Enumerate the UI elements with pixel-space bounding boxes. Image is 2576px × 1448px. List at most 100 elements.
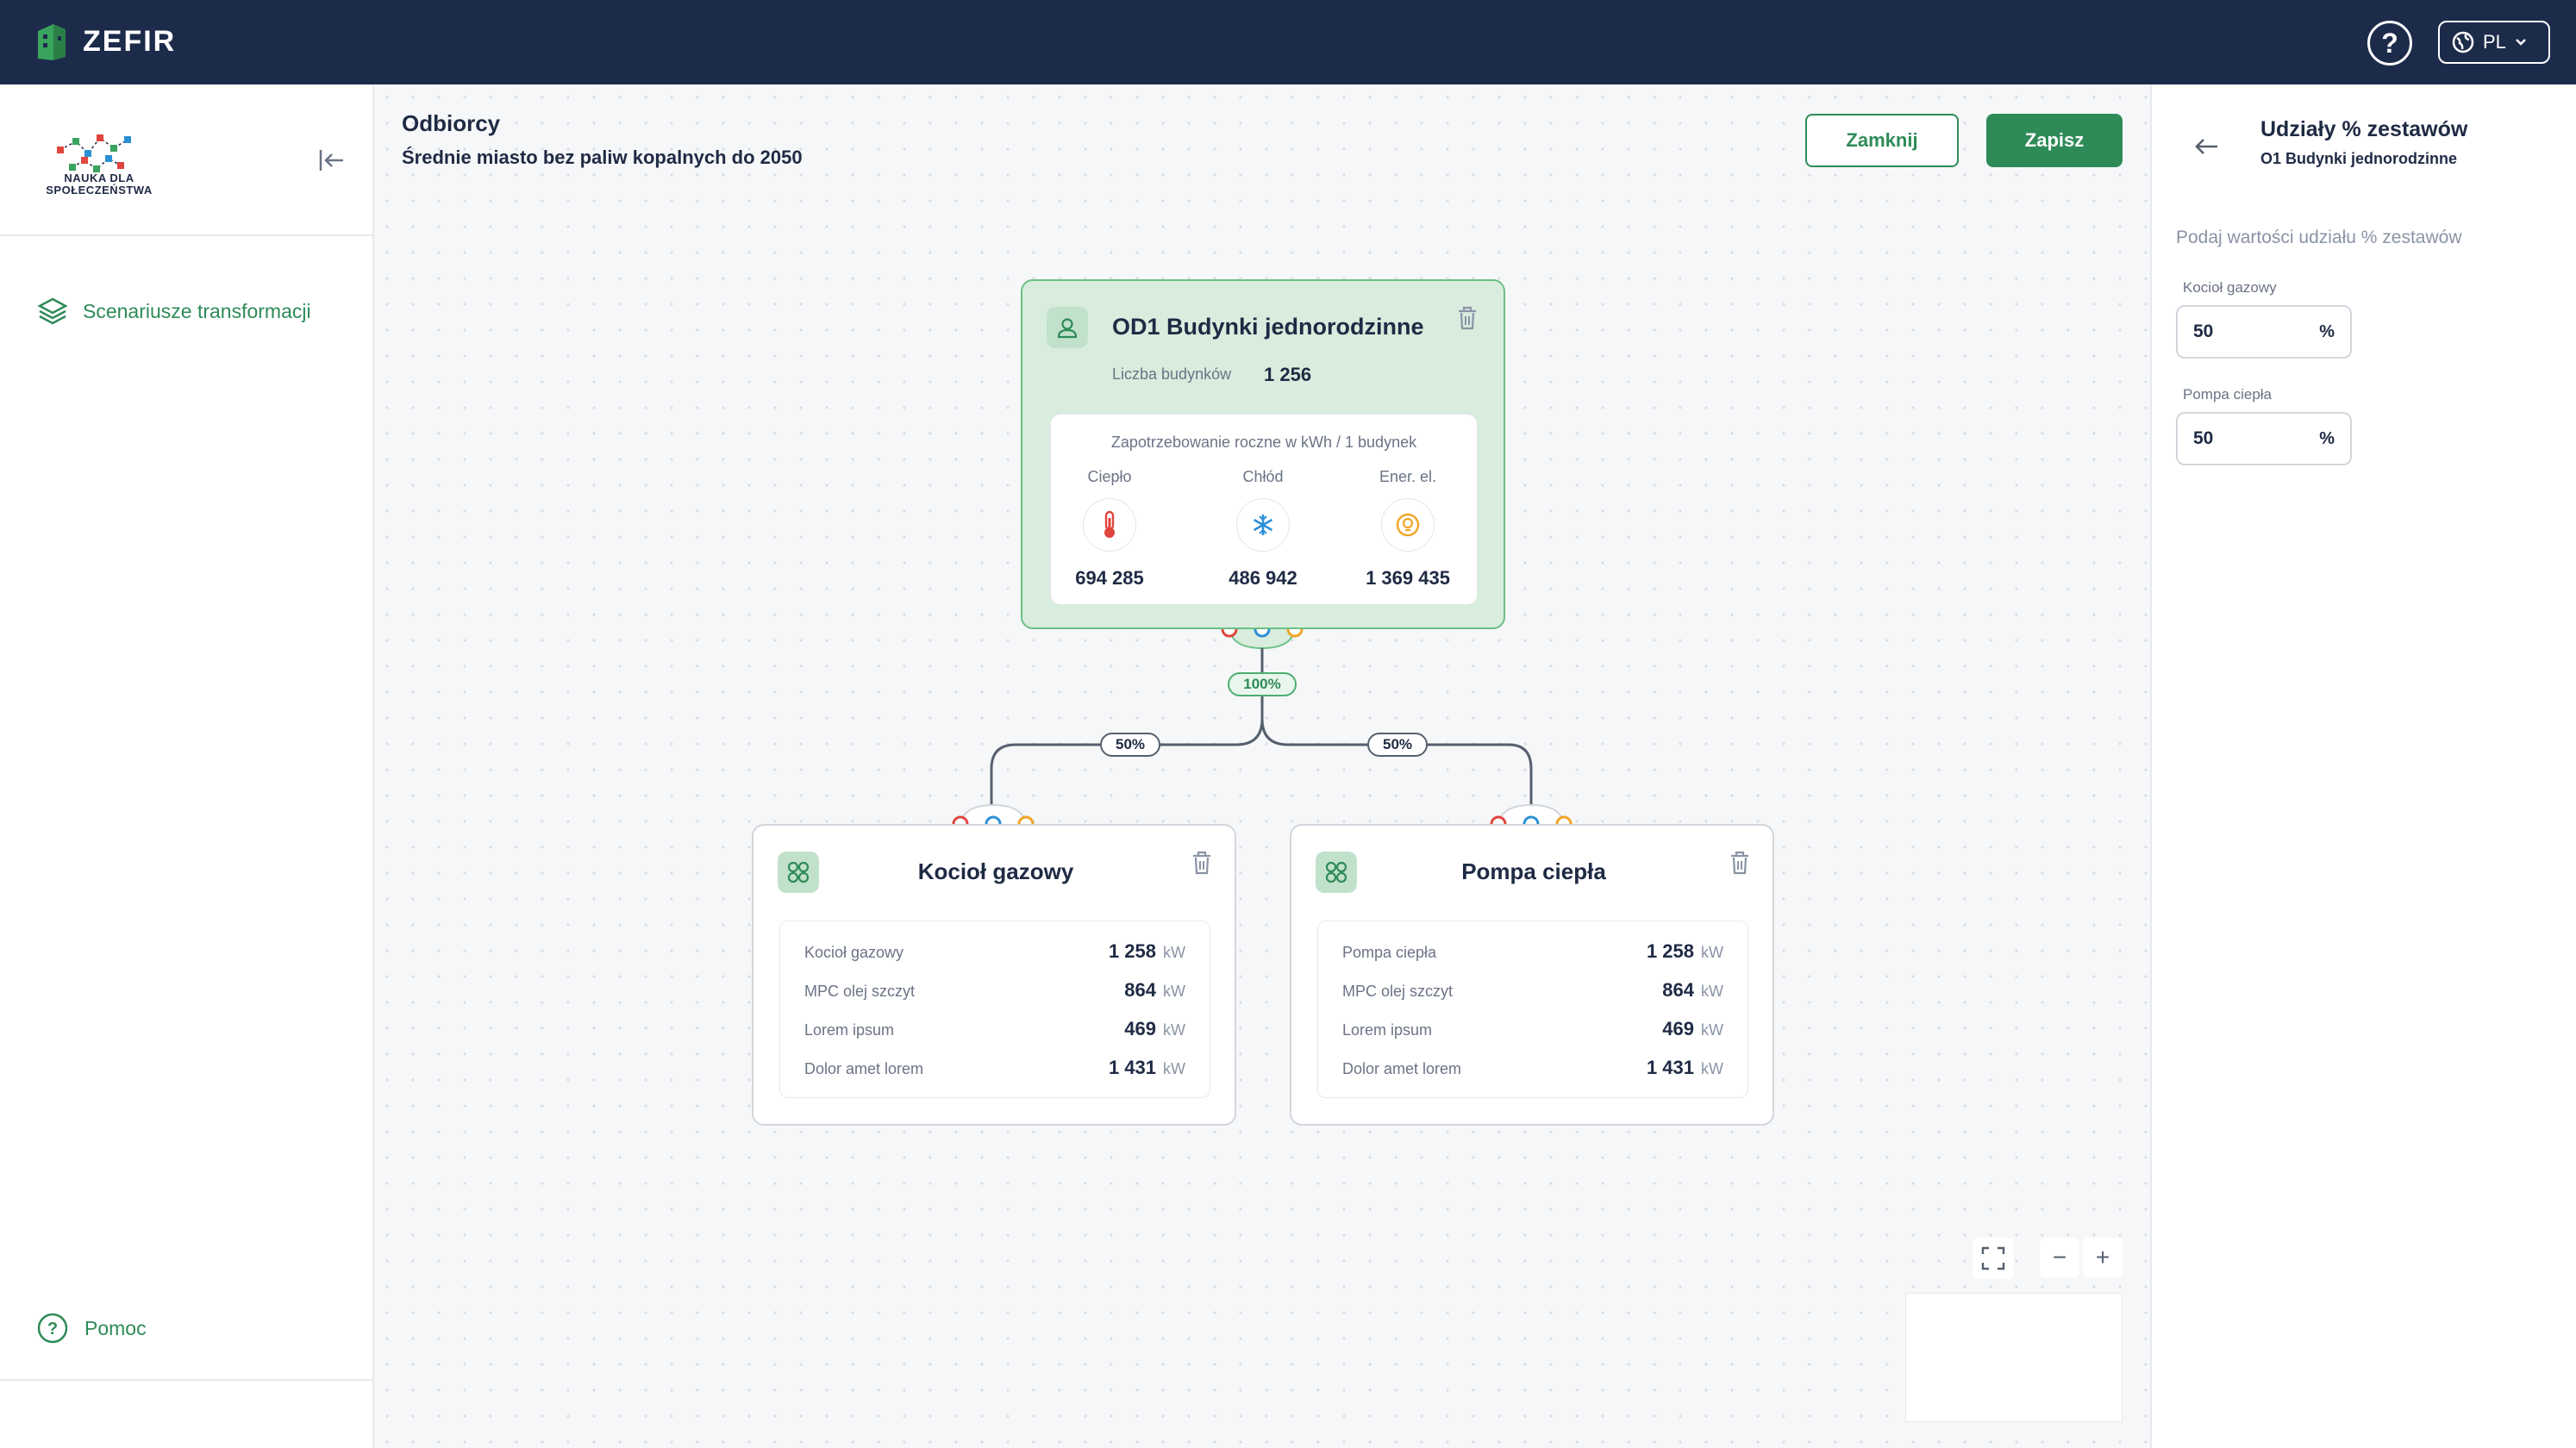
zoom-in-button[interactable]: + — [2083, 1238, 2123, 1277]
gas-boiler-share-field[interactable]: % — [2176, 305, 2352, 359]
power-icon-badge — [1381, 498, 1435, 552]
zoom-out-button[interactable]: − — [2040, 1238, 2079, 1277]
gas-boiler-share-input[interactable] — [2193, 321, 2297, 342]
row-value: 1 258 — [1647, 940, 1694, 962]
row-unit: kW — [1163, 1060, 1185, 1077]
demand-power: Ener. el. 1 369 435 — [1339, 468, 1477, 590]
node-title: Kocioł gazowy — [753, 858, 1238, 885]
demand-power-value: 1 369 435 — [1339, 567, 1477, 590]
row-label: Lorem ipsum — [804, 1011, 894, 1050]
page-title: Odbiorcy — [402, 110, 500, 137]
list-item: MPC olej szczyt 864 kW — [804, 971, 1185, 1009]
app-logo[interactable]: ZEFIR — [34, 19, 176, 64]
percent-unit: % — [2319, 429, 2335, 449]
help-button[interactable]: ? — [2367, 21, 2412, 66]
top-bar: ZEFIR ? PL — [0, 0, 2576, 84]
list-item: MPC olej szczyt 864kW — [1342, 971, 1723, 1009]
back-arrow-icon[interactable] — [2191, 131, 2223, 162]
share-badge-main[interactable]: 100% — [1228, 672, 1297, 696]
technology-node-gas-boiler[interactable]: Kocioł gazowy Kocioł gazowy 1 258 kW MPC … — [752, 824, 1236, 1126]
snowflake-icon — [1250, 512, 1276, 538]
buildings-count-label: Liczba budynków — [1112, 365, 1231, 384]
row-value: 864 — [1124, 979, 1156, 1001]
row-unit: kW — [1163, 983, 1185, 1000]
row-label: Dolor amet lorem — [804, 1050, 923, 1089]
heat-pump-share-label: Pompa ciepła — [2183, 386, 2272, 403]
consumer-node[interactable]: OD1 Budynki jednorodzinne Liczba budynkó… — [1021, 279, 1505, 629]
gas-boiler-share-label: Kocioł gazowy — [2183, 279, 2277, 296]
row-value: 1 258 — [1109, 940, 1156, 962]
help-circle-icon: ? — [36, 1312, 69, 1345]
node-type-badge — [1047, 307, 1088, 348]
chevron-down-icon — [2515, 38, 2527, 47]
row-label: Dolor amet lorem — [1342, 1050, 1461, 1089]
sidebar-item-label: Scenariusze transformacji — [83, 300, 311, 323]
panel-title: Udziały % zestawów — [2260, 117, 2467, 142]
row-label: MPC olej szczyt — [804, 972, 915, 1011]
buildings-count-value: 1 256 — [1264, 364, 1311, 386]
row-value: 469 — [1662, 1018, 1694, 1039]
share-badge-heat-pump[interactable]: 50% — [1367, 733, 1428, 757]
share-badge-gas-boiler[interactable]: 50% — [1100, 733, 1160, 757]
row-label: Pompa ciepła — [1342, 933, 1436, 972]
brand-caption: NAUKA DLA SPOŁECZEŃSTWA — [17, 172, 181, 197]
row-label: Kocioł gazowy — [804, 933, 903, 972]
sidebar-divider — [0, 234, 374, 236]
list-item: Lorem ipsum 469kW — [1342, 1009, 1723, 1048]
row-unit: kW — [1701, 944, 1723, 961]
collapse-sidebar-icon[interactable] — [316, 145, 347, 176]
sidebar-item-scenarios[interactable]: Scenariusze transformacji — [36, 295, 311, 328]
globe-icon — [2452, 31, 2474, 53]
sidebar: NAUKA DLA SPOŁECZEŃSTWA Scenariusze tran… — [0, 84, 374, 1448]
help-link[interactable]: ? Pomoc — [36, 1312, 147, 1345]
minimap[interactable] — [1905, 1293, 2123, 1422]
save-button[interactable]: Zapisz — [1986, 114, 2123, 167]
help-label: Pomoc — [84, 1317, 147, 1340]
demand-heat-value: 694 285 — [1041, 567, 1179, 590]
demand-cold-label: Chłód — [1194, 468, 1332, 486]
list-item: Dolor amet lorem 1 431 kW — [1342, 1048, 1723, 1087]
thermometer-icon — [1098, 509, 1121, 540]
delete-node-icon[interactable] — [1190, 850, 1214, 876]
list-item: Dolor amet lorem 1 431kW — [804, 1048, 1185, 1087]
technology-node-heat-pump[interactable]: Pompa ciepła Pompa ciepła 1 258kW MPC ol… — [1290, 824, 1774, 1126]
close-button[interactable]: Zamknij — [1805, 114, 1959, 167]
list-item: Pompa ciepła 1 258 kW — [1342, 932, 1723, 971]
user-icon — [1055, 315, 1079, 340]
demand-heat: Ciepło 694 285 — [1041, 468, 1179, 590]
demand-caption: Zapotrzebowanie roczne w kWh / 1 budynek — [1051, 434, 1477, 452]
row-unit: kW — [1701, 1060, 1723, 1077]
list-item: Kocioł gazowy 1 258 kW — [804, 932, 1185, 971]
capacity-list: Pompa ciepła 1 258kW MPC olej szczyt 864… — [1317, 921, 1748, 1098]
capacity-list: Kocioł gazowy 1 258 kW MPC olej szczyt 86… — [779, 921, 1210, 1098]
row-unit: kW — [1163, 944, 1185, 961]
annual-demand-card: Zapotrzebowanie roczne w kWh / 1 budynek… — [1050, 414, 1478, 605]
delete-node-icon[interactable] — [1728, 850, 1752, 876]
node-title: Pompa ciepła — [1291, 858, 1776, 885]
row-value: 864 — [1662, 979, 1694, 1001]
language-selector[interactable]: PL — [2438, 21, 2550, 64]
heat-pump-share-input[interactable] — [2193, 428, 2297, 449]
zefir-logo-icon — [34, 19, 69, 64]
percent-unit: % — [2319, 322, 2335, 342]
app-name: ZEFIR — [83, 25, 176, 59]
node-title: OD1 Budynki jednorodzinne — [1112, 314, 1424, 340]
bulb-icon — [1395, 512, 1421, 538]
demand-cold: Chłód 486 942 — [1194, 468, 1332, 590]
sidebar-bottom-divider — [0, 1379, 374, 1381]
row-label: Lorem ipsum — [1342, 1011, 1432, 1050]
heat-icon-badge — [1083, 498, 1136, 552]
cold-icon-badge — [1236, 498, 1290, 552]
panel-subtitle: O1 Budynki jednorodzinne — [2260, 150, 2457, 168]
layers-icon — [36, 295, 69, 328]
heat-pump-share-field[interactable]: % — [2176, 412, 2352, 465]
delete-node-icon[interactable] — [1455, 305, 1479, 331]
row-value: 469 — [1124, 1018, 1156, 1039]
demand-cold-value: 486 942 — [1194, 567, 1332, 590]
demand-heat-label: Ciepło — [1041, 468, 1179, 486]
fit-view-button[interactable] — [1973, 1238, 2014, 1279]
row-value: 1 431 — [1647, 1057, 1694, 1078]
fullscreen-icon — [1980, 1245, 2006, 1271]
demand-power-label: Ener. el. — [1339, 468, 1477, 486]
row-unit: kW — [1701, 983, 1723, 1000]
